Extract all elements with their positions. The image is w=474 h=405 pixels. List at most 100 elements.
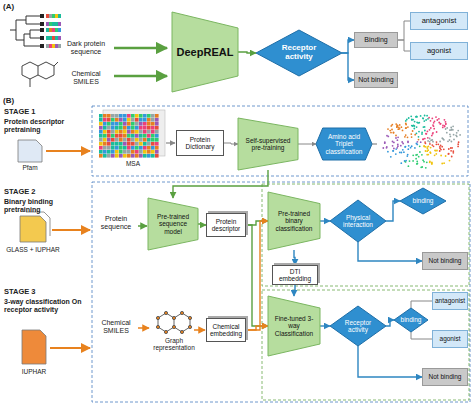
embedding-box: DTI embedding xyxy=(272,265,318,285)
connector xyxy=(246,225,268,326)
node-text: Physical interaction xyxy=(339,214,377,229)
outcome-box: Binding xyxy=(354,32,398,48)
shape-fill xyxy=(330,306,386,346)
decision-diamond: binding xyxy=(394,308,428,332)
text-holder: binding xyxy=(407,197,439,204)
panel-label: (B) xyxy=(3,96,27,105)
model-trapezoid: DeepREAL xyxy=(172,12,238,92)
node-text: Protein Dictionary xyxy=(178,136,221,151)
connector xyxy=(246,221,268,330)
shape-fill xyxy=(238,118,298,170)
connector xyxy=(398,40,410,51)
connector xyxy=(224,143,238,144)
outcome-box: Not binding xyxy=(354,72,398,88)
shape-fill xyxy=(172,12,238,92)
connector xyxy=(238,52,256,53)
process-box: Protein Dictionary xyxy=(176,130,224,156)
database-label: Pfam xyxy=(10,164,50,171)
msa-shadow xyxy=(103,110,165,156)
text-holder: Protein Dictionary xyxy=(178,136,221,151)
node-text: binding xyxy=(407,197,439,204)
stage-label: STAGE 3 xyxy=(4,288,90,297)
node-text: agonist xyxy=(412,47,465,55)
model-trapezoid: Fine-tuned 3-way Classification xyxy=(268,296,320,356)
node-text: agonist xyxy=(433,335,467,342)
text-holder: antagonist xyxy=(412,17,465,25)
connector xyxy=(298,144,316,145)
node-text: Not binding xyxy=(424,257,466,264)
activity-box: agonist xyxy=(432,330,468,348)
embedding-box: Chemical embedding xyxy=(206,318,246,342)
data-arrow xyxy=(46,150,90,152)
task-hexagon: Amino acid Triplet classification xyxy=(316,128,372,160)
node-text: Protein descriptor xyxy=(208,218,245,233)
database-label: IUPHAR xyxy=(10,368,58,375)
text-holder: Binding xyxy=(356,36,396,44)
shape-fill xyxy=(330,200,386,242)
flow-arrow xyxy=(372,143,377,144)
stage-label: STAGE 1 xyxy=(4,108,90,117)
shape-fill xyxy=(394,308,428,332)
text-holder: Not binding xyxy=(424,373,466,380)
text-holder: Self-supervised pre-training xyxy=(241,137,295,152)
connector xyxy=(386,320,394,326)
text-holder: agonist xyxy=(433,335,467,342)
stage-caption: Binary binding pretraining xyxy=(4,198,90,214)
text-holder: Receptor activity xyxy=(339,319,377,334)
msa-grid xyxy=(99,114,159,158)
tree-icon xyxy=(10,16,40,46)
node-text: Not binding xyxy=(424,373,466,380)
shape-fill xyxy=(148,198,198,250)
node-text: Receptor activity xyxy=(273,44,325,62)
connector xyxy=(173,170,268,198)
decision-diamond: Receptor activity xyxy=(330,306,386,346)
text-holder: antagonist xyxy=(433,297,467,304)
shape-fill xyxy=(256,30,342,76)
node-text: Chemical embedding xyxy=(208,323,245,338)
connector xyxy=(246,326,268,330)
node-text: antagonist xyxy=(412,17,465,25)
embedding-box: Protein descriptor xyxy=(206,213,246,237)
text-holder: agonist xyxy=(412,47,465,55)
text-holder: Protein descriptor xyxy=(208,218,245,233)
node-text: Receptor activity xyxy=(339,319,377,334)
molecule-graph xyxy=(156,311,191,333)
connector xyxy=(342,40,354,53)
data-arrow xyxy=(52,229,90,231)
scatter-plot xyxy=(382,115,461,169)
node-text: binding xyxy=(398,316,424,323)
flow-arrow xyxy=(138,327,149,329)
text-holder: Fine-tuned 3-way Classification xyxy=(270,315,318,337)
node-text: Not binding xyxy=(356,76,396,84)
text-holder: DTI embedding xyxy=(274,268,316,283)
node-text: Binding xyxy=(356,36,396,44)
outcome-box: Not binding xyxy=(422,252,468,270)
connector xyxy=(358,346,422,377)
decision-diamond: binding xyxy=(400,188,446,214)
node-text: antagonist xyxy=(433,297,467,304)
input-arrow xyxy=(114,47,167,50)
shape-fill xyxy=(268,296,320,356)
input-label: Chemical SMILES xyxy=(94,319,138,335)
text-holder: Physical interaction xyxy=(339,214,377,229)
panel-label: (A) xyxy=(3,2,27,11)
connector xyxy=(411,301,432,308)
text-holder: binding xyxy=(398,316,424,323)
stage-caption: Protein descriptor pretraining xyxy=(4,118,90,134)
connector xyxy=(342,53,354,80)
connector xyxy=(398,21,410,40)
connector xyxy=(294,285,295,296)
model-trapezoid: Pre-trained sequence model xyxy=(148,198,198,250)
flow-arrow xyxy=(194,329,205,331)
connector xyxy=(320,220,330,221)
activity-box: agonist xyxy=(410,42,468,60)
text-holder: DeepREAL xyxy=(175,46,234,58)
flow-arrow xyxy=(138,225,147,227)
text-holder: Amino acid Triplet classification xyxy=(320,133,368,155)
figure-label: Graph representation xyxy=(146,337,202,352)
flow-arrow xyxy=(166,142,175,143)
sequence-bars xyxy=(40,14,61,48)
input-label: Dark protein sequence xyxy=(60,40,112,56)
node-text: DeepREAL xyxy=(175,46,234,58)
shape-fill xyxy=(400,188,446,214)
